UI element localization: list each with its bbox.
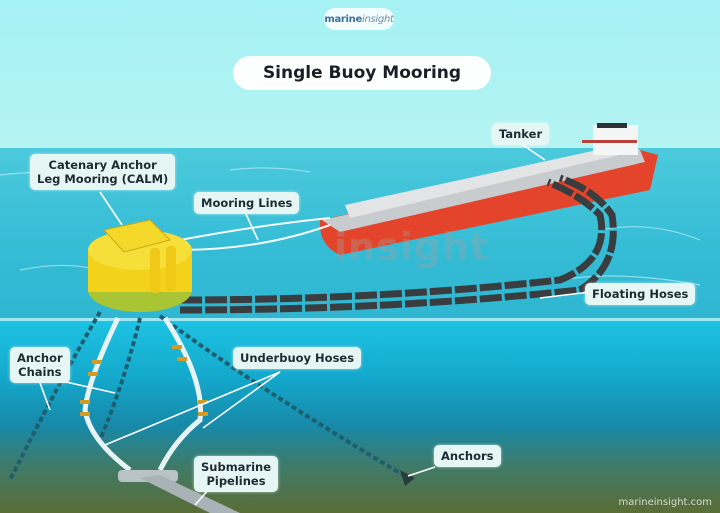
label-mooring-lines: Mooring Lines [194, 192, 300, 214]
label-floating-hoses: Floating Hoses [585, 283, 696, 305]
label-submarine-line1: Submarine [201, 460, 272, 474]
calm-buoy [88, 219, 192, 312]
label-tanker: Tanker [492, 123, 550, 145]
title-text: Single Buoy Mooring [262, 63, 462, 83]
anchor-chains [8, 310, 407, 481]
label-anchor-chains-line2: Chains [18, 365, 62, 379]
label-anchor-chains: Anchor Chains [10, 347, 70, 383]
logo-sub: insight [362, 13, 394, 25]
label-underbuoy-hoses: Underbuoy Hoses [233, 347, 362, 369]
diagram-title: Single Buoy Mooring [233, 56, 491, 90]
logo-main: marine [324, 13, 362, 25]
underbuoy-hoses [82, 316, 204, 472]
label-calm-line2: Leg Mooring (CALM) [37, 172, 169, 186]
waterline [0, 318, 720, 321]
label-submarine-line2: Pipelines [206, 474, 266, 488]
label-calm-line1: Catenary Anchor [48, 158, 157, 172]
label-anchors: Anchors [434, 445, 501, 467]
floating-hoses [179, 174, 617, 314]
label-calm: Catenary Anchor Leg Mooring (CALM) [30, 154, 176, 190]
mooring-lines [179, 217, 331, 251]
anchor-shape [400, 470, 415, 486]
tanker [319, 123, 658, 255]
label-submarine-pipelines: Submarine Pipelines [194, 456, 279, 492]
label-anchor-chains-line1: Anchor [17, 351, 63, 365]
submarine-pipeline [118, 470, 240, 513]
credit-text: marineinsight.com [618, 497, 713, 508]
watermark: insight [334, 225, 490, 269]
leader-lines [39, 142, 591, 506]
hose-floats [80, 345, 208, 416]
